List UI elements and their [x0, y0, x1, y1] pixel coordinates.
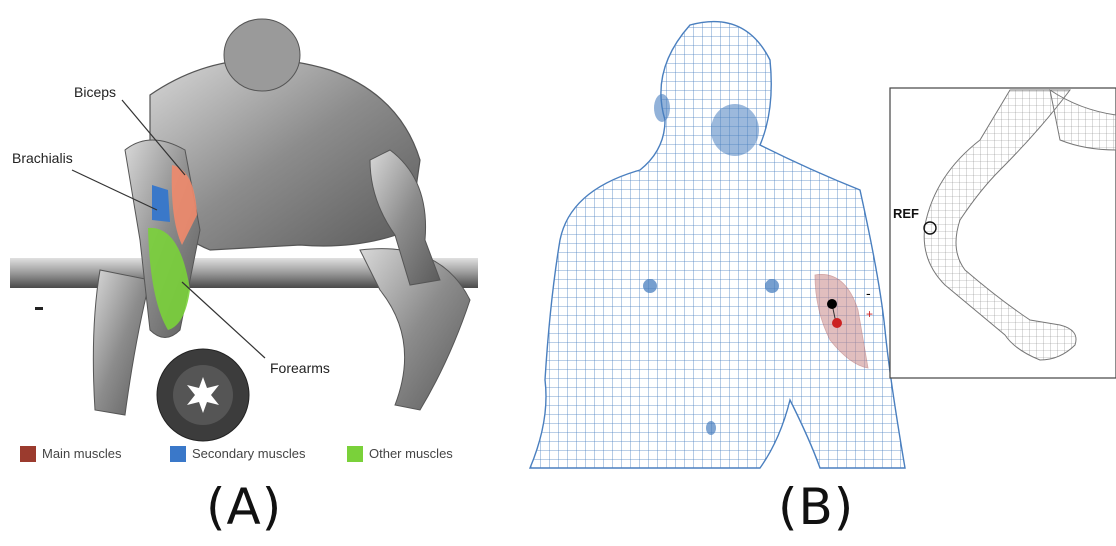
left-leg: [93, 270, 150, 415]
mesh-nipple-right: [765, 279, 779, 293]
forearms-leader: [182, 282, 265, 358]
panel-b-mesh-body: - +: [530, 22, 905, 468]
legend-swatch-other: [347, 446, 363, 462]
electrode-minus-sign: -: [866, 285, 871, 301]
mesh-face-shade: [711, 104, 759, 156]
legend: Main muscles Secondary muscles Other mus…: [20, 446, 453, 462]
legend-swatch-secondary: [170, 446, 186, 462]
legend-label-other: Other muscles: [369, 446, 453, 461]
brachialis-highlight: [152, 185, 170, 222]
small-mark: [35, 307, 43, 310]
brachialis-label: Brachialis: [12, 150, 73, 166]
electrode-negative: [827, 299, 837, 309]
caption-b: (B): [778, 478, 854, 536]
biceps-label: Biceps: [74, 84, 116, 100]
electrode-positive: [832, 318, 842, 328]
panel-a-illustration: Biceps Brachialis Forearms: [10, 19, 478, 441]
legend-label-main: Main muscles: [42, 446, 122, 461]
caption-a: (A): [206, 478, 282, 536]
legend-swatch-main: [20, 446, 36, 462]
electrode-plus-sign: +: [866, 307, 873, 321]
mesh-nipple-left: [643, 279, 657, 293]
panel-b-inset: REF: [890, 88, 1116, 378]
forearms-label: Forearms: [270, 360, 330, 376]
mesh-ear: [654, 94, 670, 122]
mesh-body-outline: [530, 22, 905, 468]
ref-label: REF: [893, 206, 919, 221]
legend-label-secondary: Secondary muscles: [192, 446, 306, 461]
head: [224, 19, 300, 91]
mesh-navel: [706, 421, 716, 435]
